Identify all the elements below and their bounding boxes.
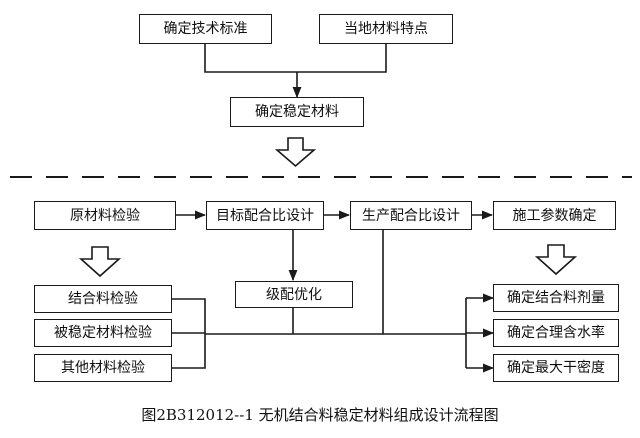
- connector-tests-bracket: [172, 298, 466, 369]
- stabilized-material-test-box: 被稳定材料检验: [34, 319, 172, 347]
- construction-params-box: 施工参数确定: [493, 201, 616, 230]
- technical-standard-box: 确定技术标准: [139, 14, 272, 44]
- binder-test-box: 结合料检验: [34, 285, 172, 313]
- hollow-arrow-icon: [534, 244, 578, 276]
- optimal-moisture-label: 确定合理含水率: [507, 325, 605, 341]
- binder-test-label: 结合料检验: [68, 291, 138, 307]
- target-mix-design-label: 目标配合比设计: [216, 207, 314, 224]
- gradation-optimization-box: 级配优化: [235, 281, 353, 308]
- target-mix-design-box: 目标配合比设计: [206, 201, 324, 230]
- local-materials-box: 当地材料特点: [319, 14, 453, 44]
- stabilized-material-box: 确定稳定材料: [230, 97, 364, 127]
- optimal-moisture-box: 确定合理含水率: [493, 319, 619, 347]
- hollow-arrow-icon: [274, 137, 317, 168]
- local-materials-label: 当地材料特点: [344, 21, 428, 37]
- hollow-arrow-icon: [78, 246, 122, 278]
- figure-caption: 图2B312012--1 无机结合料稳定材料组成设计流程图: [141, 406, 499, 424]
- raw-material-test-box: 原材料检验: [34, 201, 176, 230]
- stabilized-material-label: 确定稳定材料: [255, 104, 339, 120]
- technical-standard-label: 确定技术标准: [163, 21, 248, 37]
- connector-standard-down: [204, 44, 387, 73]
- other-material-test-box: 其他材料检验: [34, 354, 172, 382]
- max-dry-density-label: 确定最大干密度: [507, 360, 605, 376]
- production-mix-design-box: 生产配合比设计: [350, 201, 472, 230]
- gradation-optimization-label: 级配优化: [266, 286, 322, 303]
- construction-params-label: 施工参数确定: [512, 207, 597, 224]
- raw-material-test-label: 原材料检验: [70, 207, 140, 224]
- max-dry-density-box: 确定最大干密度: [493, 354, 619, 382]
- binder-dosage-label: 确定结合料剂量: [507, 290, 605, 306]
- stabilized-material-test-label: 被稳定材料检验: [54, 325, 152, 341]
- binder-dosage-box: 确定结合料剂量: [493, 284, 619, 312]
- other-material-test-label: 其他材料检验: [61, 360, 145, 376]
- production-mix-design-label: 生产配合比设计: [362, 207, 460, 224]
